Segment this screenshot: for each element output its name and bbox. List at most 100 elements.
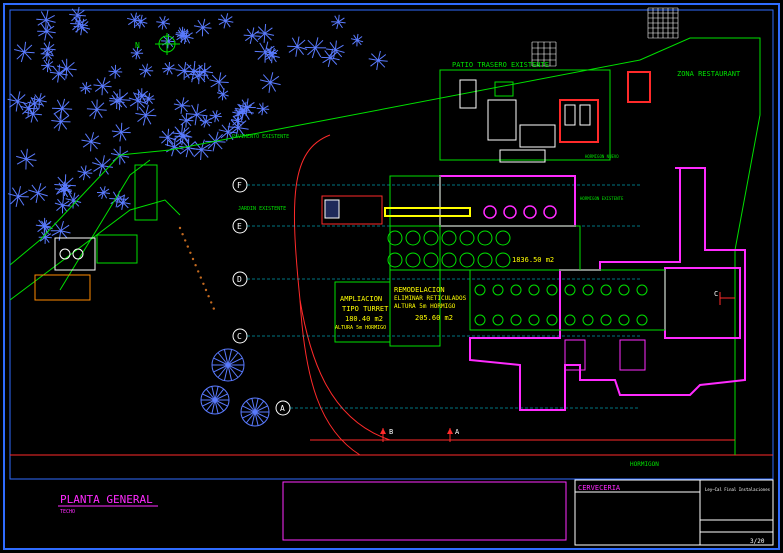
silo-icon	[324, 199, 340, 219]
tree-branch	[47, 44, 55, 50]
tree-branch	[295, 46, 298, 57]
hall-mid	[389, 225, 581, 271]
tree-branch	[223, 20, 227, 29]
tree-branch	[7, 193, 19, 197]
tree-branch	[82, 82, 87, 89]
annex-building-2	[34, 274, 91, 301]
tree-branch	[254, 411, 268, 419]
tank-icon	[600, 284, 612, 296]
tree-branch	[181, 124, 184, 135]
tree-branch	[237, 114, 239, 121]
tank-icon	[564, 284, 576, 296]
tree-branch	[242, 411, 256, 419]
tree-branch	[134, 12, 137, 21]
tree-branch	[185, 120, 192, 127]
tree-branch	[202, 18, 206, 28]
tree-branch	[47, 61, 54, 66]
tree-branch	[254, 50, 266, 53]
tree-branch	[331, 21, 339, 26]
tree-icon	[304, 37, 327, 59]
tree-branch	[262, 105, 269, 110]
tree-branch	[148, 92, 151, 100]
tree-branch	[257, 51, 266, 60]
tree-branch	[220, 14, 227, 22]
tree-branch	[62, 204, 71, 207]
tree-branch	[191, 104, 198, 115]
tree-branch	[65, 198, 74, 201]
tree-icon	[133, 14, 148, 29]
tree-branch	[23, 44, 33, 53]
tree-branch	[122, 202, 131, 205]
tree-branch	[28, 102, 35, 109]
zone-label-hormigon-existente: HORMIGON EXISTENTE	[580, 196, 624, 201]
tree-branch	[77, 6, 80, 16]
tree-branch	[236, 109, 243, 114]
tree-branch	[218, 81, 229, 83]
tank-icon	[387, 230, 403, 246]
tree-branch	[111, 130, 122, 133]
tree-branch	[245, 107, 248, 117]
tree-branch	[258, 108, 264, 114]
tree-branch	[187, 147, 194, 157]
tree-branch	[167, 136, 177, 141]
tree-branch	[324, 50, 331, 59]
tree-branch	[216, 92, 224, 95]
tree-branch	[212, 141, 216, 152]
tree-branch	[17, 91, 21, 102]
tree-branch	[102, 77, 106, 87]
tree-icon	[81, 132, 101, 152]
tree-branch	[135, 21, 141, 27]
tree-branch	[163, 22, 171, 25]
tree-branch	[335, 49, 345, 53]
tree-branch	[16, 51, 25, 60]
tree-branch	[214, 399, 219, 414]
tree-branch	[288, 46, 298, 53]
tree-branch	[47, 65, 52, 72]
tree-branch	[314, 47, 322, 58]
tree-branch	[53, 121, 62, 129]
tree-branch	[246, 106, 253, 115]
tree-branch	[184, 64, 192, 72]
tank-icon	[582, 284, 594, 296]
tree-branch	[140, 14, 143, 22]
tree-branch	[53, 108, 63, 115]
tree-branch	[119, 155, 130, 158]
tree-branch	[200, 121, 207, 126]
tree-icon	[54, 197, 71, 214]
tree-branch	[180, 147, 189, 154]
tree-branch	[338, 21, 346, 24]
tree-branch	[57, 73, 60, 83]
tree-branch	[96, 78, 103, 87]
tree-branch	[51, 73, 60, 81]
tree-branch	[198, 74, 206, 83]
tree-branch	[37, 226, 45, 233]
tree-branch	[23, 41, 27, 53]
tree-branch	[251, 398, 256, 413]
tree-icon	[14, 41, 35, 63]
tank-icon	[495, 230, 511, 246]
tree-branch	[264, 23, 267, 34]
equipment-icon	[519, 124, 556, 148]
tree-branch	[218, 129, 229, 133]
tree-branch	[254, 398, 259, 413]
tree-branch	[176, 99, 183, 106]
title-block-sheet: 3/20	[750, 538, 765, 545]
tree-branch	[46, 53, 53, 60]
tree-branch	[181, 97, 185, 106]
tree-branch	[173, 103, 183, 107]
tree-branch	[142, 114, 147, 126]
tree-branch	[20, 149, 27, 160]
site-boundary	[9, 37, 761, 455]
tree-branch	[65, 68, 68, 79]
tank-icon	[636, 284, 648, 296]
tree-branch	[204, 65, 212, 72]
tree-branch	[215, 141, 226, 143]
tree-branch	[42, 65, 49, 71]
grid-block	[531, 7, 679, 67]
tree-branch	[145, 114, 152, 125]
tree-branch	[130, 13, 136, 21]
tree-icon	[50, 220, 71, 241]
tree-branch	[71, 8, 78, 16]
tree-branch	[145, 104, 149, 116]
